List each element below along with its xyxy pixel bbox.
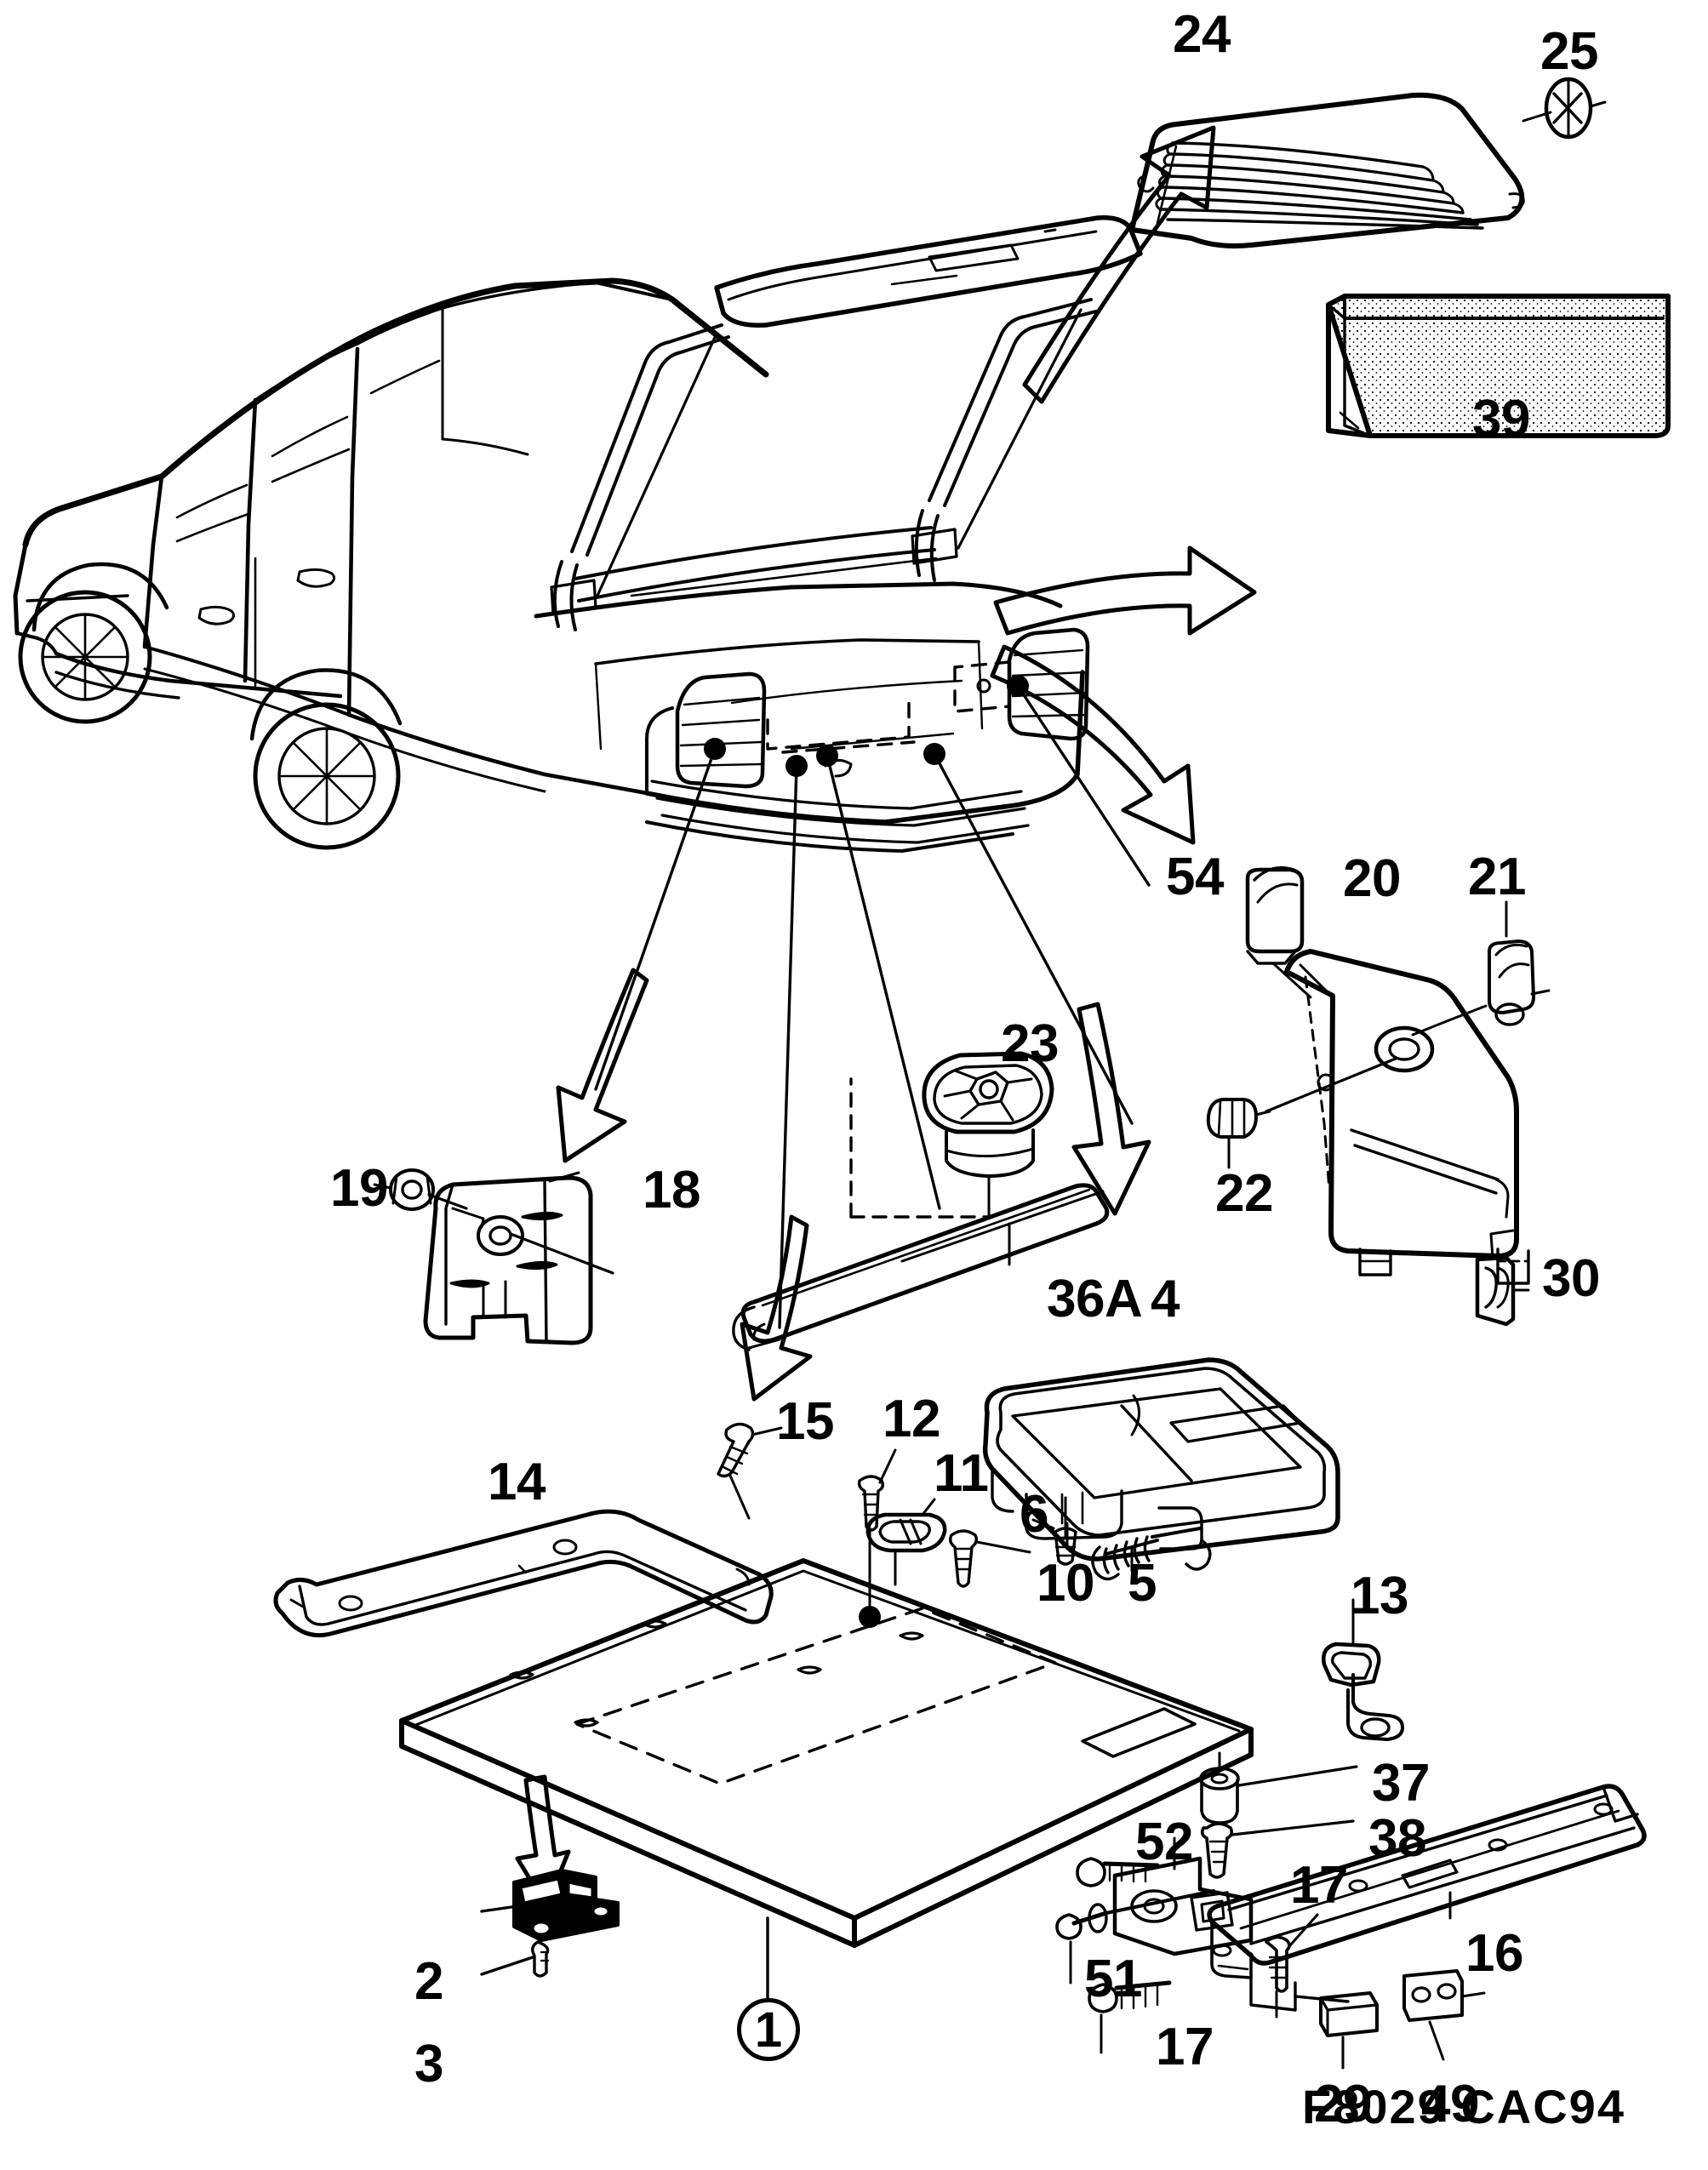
callout-label-51: 51 [1084, 1950, 1142, 2008]
part-38-screw [1200, 1819, 1355, 1879]
callout-label-2: 2 [414, 1952, 443, 2011]
part-18-bracket-cover [423, 1171, 614, 1345]
part-52-striker-plate [1112, 1836, 1254, 1957]
callout-label-49: 49 [1421, 2075, 1479, 2133]
callout-label-3: 3 [414, 2035, 443, 2093]
callout-label-5: 5 [1128, 1554, 1157, 1613]
callout-label-25: 25 [1540, 22, 1598, 81]
part-4-tool-tray [982, 1357, 1340, 1581]
callout-label-4: 4 [1151, 1270, 1180, 1328]
callout-label-6: 6 [1020, 1485, 1048, 1544]
leader-lines [594, 675, 1151, 1329]
drawing-code-footer: F8029 CAC94 [1302, 2080, 1625, 2133]
part-52-bolt-extra [1076, 1857, 1160, 1887]
taillamp-left [675, 671, 767, 789]
part-13-tiedown-eyelet [1322, 1598, 1404, 1741]
callout-label-13: 13 [1351, 1567, 1408, 1625]
trunk-lid-open [714, 215, 1143, 328]
part-3-screw [480, 1940, 550, 1978]
car-body-rear-three-quarter [13, 215, 1143, 853]
callout-label-16: 16 [1465, 1924, 1523, 1983]
part-10-screw [948, 1529, 1031, 1588]
part-2-latch-catch [480, 1869, 620, 1942]
part-25-clip [1522, 77, 1607, 140]
part-39-trim-board [1326, 294, 1671, 438]
part-22-plug [1206, 1057, 1397, 1169]
callout-label-23: 23 [1001, 1014, 1059, 1073]
callout-label-52: 52 [1135, 1813, 1193, 1871]
callout-label-30: 30 [1542, 1249, 1600, 1308]
callout-label-11: 11 [934, 1444, 989, 1503]
part-23-grommet [849, 1051, 1054, 1219]
part-29-end-cap [1319, 1991, 1379, 2070]
rear-wheel [249, 668, 403, 850]
part-36A-strap [732, 1183, 1110, 1351]
callout-label-29: 29 [1314, 2075, 1372, 2133]
part-30-retainer-clip [1475, 1229, 1530, 1327]
callout-label-54: 54 [1166, 848, 1224, 906]
part-16-floor-rail [1207, 1784, 1647, 2012]
callout-label-24: 24 [1173, 5, 1231, 64]
part-17-bolt-lower [1088, 1980, 1172, 2054]
front-wheel [18, 562, 169, 724]
part-49-clip [1402, 1969, 1486, 2061]
callout-label-22: 22 [1215, 1164, 1273, 1223]
part-37-grommet [1199, 1751, 1358, 1825]
callout-label-38: 38 [1368, 1809, 1426, 1868]
callout-label-19: 19 [330, 1159, 388, 1218]
part-24-vent-grille [1129, 92, 1525, 248]
callout-label-14: 14 [488, 1453, 546, 1511]
callout-balloon-1: 1 [737, 1998, 800, 2061]
part-15-screw [717, 1422, 783, 1520]
part-6-screw [1031, 1496, 1077, 1566]
callout-label-21: 21 [1468, 848, 1526, 906]
callout-label-12: 12 [883, 1390, 940, 1448]
part-1-floor-panel [399, 1558, 1254, 2000]
callout-label-18: 18 [643, 1161, 700, 1219]
part-19-nut [373, 1168, 468, 1211]
callout-label-17-upper: 17 [1290, 1856, 1348, 1915]
trunk-hinges [550, 298, 1098, 631]
taillamp-right [1007, 627, 1090, 741]
part-51-bolt [1055, 1889, 1215, 1984]
callout-label-36A: 36A [1047, 1270, 1143, 1328]
callout-label-20: 20 [1343, 849, 1401, 908]
part-54-clip [1245, 866, 1312, 999]
part-17-bolt-upper [1265, 1913, 1319, 2019]
part-11-tiedown-hook [865, 1498, 947, 1586]
part-14-sill-trim-rail [273, 1509, 774, 1638]
part-21-clip [1411, 900, 1551, 1036]
part-20-side-trim-panel [1284, 949, 1530, 1285]
callout-label-17-lower: 17 [1156, 2018, 1214, 2076]
callout-label-37: 37 [1372, 1754, 1430, 1813]
callout-label-15: 15 [776, 1392, 834, 1451]
callout-label-10: 10 [1037, 1554, 1094, 1613]
callout-label-39: 39 [1472, 390, 1530, 448]
